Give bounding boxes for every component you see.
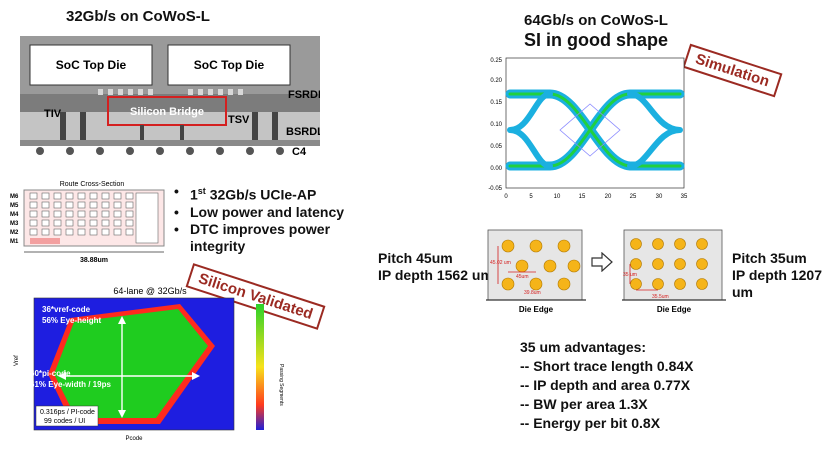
fsrdl-label: FSRDL [288, 89, 320, 101]
eye-ylabel: Vref [14, 355, 20, 366]
pitch45-text: Pitch 45um IP depth 1562 um [378, 250, 493, 284]
sim-ytick-6: 0.00 [490, 166, 502, 172]
right-title-2: SI in good shape [524, 30, 669, 50]
route-cross-section: Route Cross-Section M6 M5 M4 M3 M2 M1 38… [8, 178, 170, 268]
layer-m6: M6 [10, 194, 19, 200]
advantage-item: -- IP depth and area 0.77X [520, 377, 691, 393]
simulated-eye-svg: 0.25 0.20 0.15 0.10 0.05 0.00 -0.05 0 5 … [488, 57, 688, 200]
feature-item-power-latency: Low power and latency [172, 204, 362, 221]
pitch35-dim-2: 35.5um [652, 294, 669, 300]
advantages-block: 35 um advantages: -- Short trace length … [520, 338, 780, 433]
sim-ytick-4: 0.10 [490, 122, 502, 128]
pitch35-bump-map: 35 um 35.5um Die Edge [622, 228, 726, 318]
advantage-item: -- BW per area 1.3X [520, 396, 648, 412]
package-svg: SoC Top Die SoC Top Die FSRDL TIV Silico… [20, 36, 325, 158]
pitch35-dim-1: 35 um [623, 272, 637, 278]
pitch35-die-edge: Die Edge [657, 305, 692, 314]
layer-m4: M4 [10, 212, 19, 218]
right-title-1: 64Gb/s on CoWoS-L [524, 12, 668, 29]
pitch35-text: Pitch 35um IP depth 1207 um [732, 250, 822, 301]
sim-ytick-3: 0.15 [490, 100, 502, 106]
eye-width-label: 61% Eye-width / 19ps [30, 380, 111, 389]
c4-label: C4 [292, 146, 307, 158]
sim-xtick-1: 0 [504, 194, 508, 200]
soc-top-die-1-label: SoC Top Die [56, 58, 127, 72]
arrow-icon [590, 251, 614, 277]
measured-eye-svg: 64-lane @ 32Gb/s 36*vref-code 56% Eye-he… [14, 286, 284, 442]
pitch35-line2: IP depth 1207 [732, 267, 823, 283]
pitch35-svg: 35 um 35.5um Die Edge [622, 229, 726, 314]
eye-title: 64-lane @ 32Gb/s [113, 286, 187, 296]
measured-eye-figure: 64-lane @ 32Gb/s 36*vref-code 56% Eye-he… [10, 284, 310, 444]
sim-xtick-5: 20 [605, 194, 612, 200]
route-svg: Route Cross-Section M6 M5 M4 M3 M2 M1 38… [10, 181, 165, 264]
feature-item-ucie: 1st 32Gb/s UCIe-AP [172, 183, 362, 204]
pitch45-die-edge: Die Edge [519, 305, 554, 314]
silicon-bridge-box [107, 96, 227, 126]
route-title: Route Cross-Section [60, 181, 125, 188]
sim-xtick-7: 30 [656, 194, 663, 200]
pitch45-line2: IP depth 1562 um [378, 267, 493, 283]
pitch45-svg: 45.02 um 45um 39.8um Die Edge [486, 229, 586, 314]
tiv-label: TIV [44, 108, 62, 120]
sim-xtick-4: 15 [579, 194, 586, 200]
sim-ytick-1: 0.25 [490, 58, 502, 64]
pitch35-line3: um [732, 284, 753, 300]
simulation-stamp: Simulation [682, 43, 783, 98]
silicon-bridge-label: Silicon Bridge [130, 106, 204, 118]
layer-m2: M2 [10, 230, 19, 236]
bsrdl-label: BSRDL [286, 126, 320, 138]
pitch45-line1: Pitch 45um [378, 250, 453, 266]
advantage-item: -- Short trace length 0.84X [520, 358, 694, 374]
sim-ytick-5: 0.05 [490, 144, 502, 150]
sim-xtick-3: 10 [554, 194, 561, 200]
eye-pi-label: 60*pi-code [30, 369, 71, 378]
route-width-label: 38.88um [80, 257, 108, 264]
pitch45-bump-map: 45.02 um 45um 39.8um Die Edge [486, 228, 586, 318]
feature-list: 1st 32Gb/s UCIe-AP Low power and latency… [172, 183, 362, 255]
layer-m5: M5 [10, 203, 19, 209]
eye-xlabel: Pcode [125, 436, 143, 442]
eye-note-2: 99 codes / UI [44, 418, 85, 425]
sim-xtick-8: 35 [681, 194, 688, 200]
cowos-package-diagram: SoC Top Die SoC Top Die FSRDL TIV Silico… [20, 36, 325, 158]
eye-colorbar-label: Passing Segments [278, 364, 284, 406]
sim-xtick-6: 25 [630, 194, 637, 200]
advantage-item: -- Energy per bit 0.8X [520, 415, 661, 431]
soc-top-die-2-label: SoC Top Die [194, 58, 265, 72]
eye-height-label: 56% Eye-height [42, 316, 101, 325]
eye-vref-label: 36*vref-code [42, 305, 91, 314]
tsv-label: TSV [228, 114, 250, 126]
layer-m1: M1 [10, 239, 19, 245]
eye-colorbar [256, 304, 264, 430]
sim-xtick-2: 5 [529, 194, 533, 200]
layer-m3: M3 [10, 221, 19, 227]
feature-item-dtc: DTC improves power integrity [172, 221, 362, 255]
pitch45-dim-1: 45.02 um [490, 260, 511, 266]
sim-ytick-7: -0.05 [488, 186, 502, 192]
pitch45-dim-2: 45um [516, 274, 529, 280]
left-title: 32Gb/s on CoWoS-L [66, 8, 210, 25]
simulated-eye-figure: 0.25 0.20 0.15 0.10 0.05 0.00 -0.05 0 5 … [480, 54, 690, 204]
pitch45-dim-3: 39.8um [524, 290, 541, 296]
sim-ytick-2: 0.20 [490, 78, 502, 84]
pitch35-line1: Pitch 35um [732, 250, 807, 266]
advantages-title: 35 um advantages: [520, 339, 647, 355]
eye-note-1: 0.316ps / PI-code [40, 409, 95, 416]
